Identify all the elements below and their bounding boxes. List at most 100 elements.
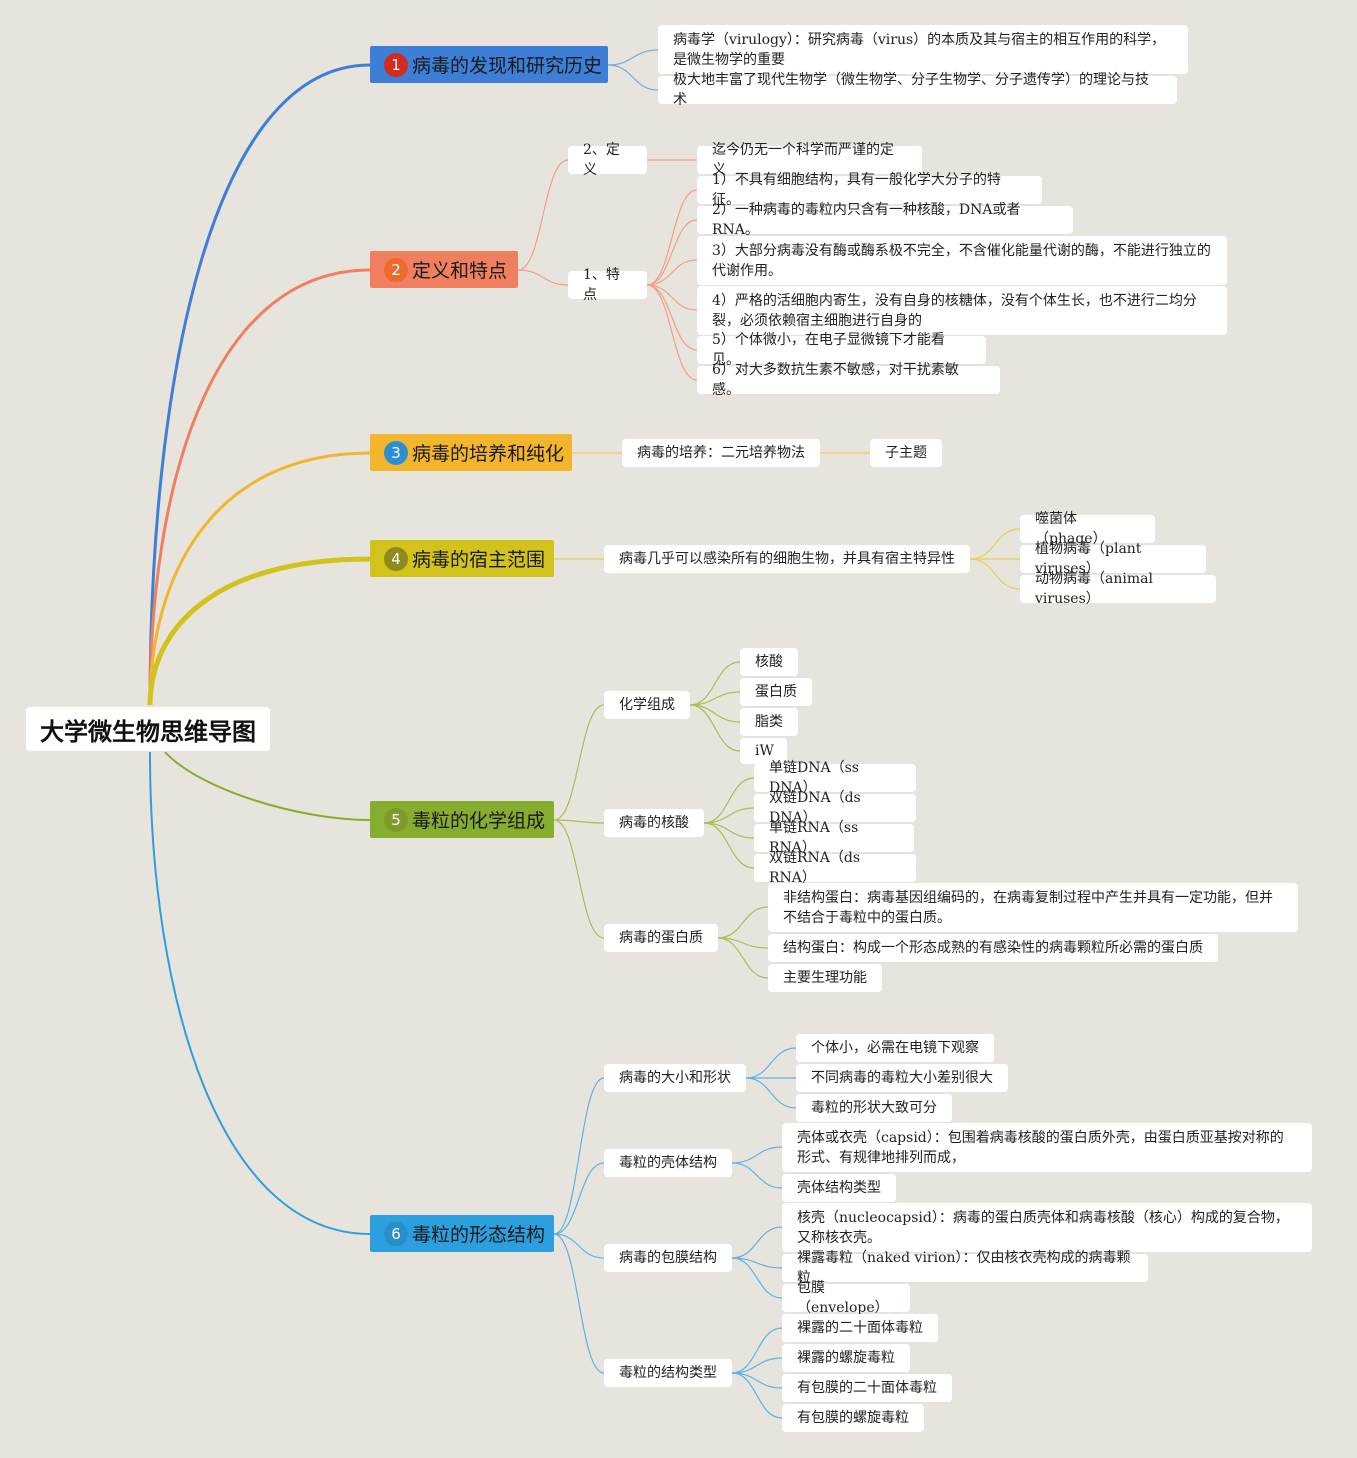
root-connector bbox=[149, 751, 371, 1235]
number-badge-6: 6 bbox=[384, 1221, 408, 1246]
root-connector bbox=[148, 268, 371, 706]
connector bbox=[553, 1233, 605, 1259]
number-badge-2: 2 bbox=[384, 257, 408, 282]
branch-discovery-history[interactable]: 1 病毒的发现和研究历史 bbox=[370, 46, 608, 83]
connector bbox=[646, 284, 698, 381]
connector bbox=[731, 1357, 783, 1374]
topic-capsid[interactable]: 壳体或衣壳（capsid）：包围着病毒核酸的蛋白质外壳，由蛋白质亚基按对称的形式… bbox=[782, 1123, 1312, 1172]
feature-4[interactable]: 4）严格的活细胞内寄生，没有自身的核糖体，没有个体生长，也不进行二均分裂，必须依… bbox=[697, 286, 1227, 335]
topic-structural-protein[interactable]: 结构蛋白：构成一个形态成熟的有感染性的病毒颗粒所必需的蛋白质 bbox=[768, 934, 1218, 962]
feature-3[interactable]: 3）大部分病毒没有酶或酶系极不完全，不含催化能量代谢的酶，不能进行独立的代谢作用… bbox=[697, 236, 1227, 285]
topic-size-2[interactable]: 不同病毒的毒粒大小差别很大 bbox=[796, 1064, 1008, 1092]
topic-structure-types[interactable]: 毒粒的结构类型 bbox=[604, 1359, 732, 1387]
root-connector bbox=[148, 451, 371, 706]
topic-size-shape[interactable]: 病毒的大小和形状 bbox=[604, 1064, 746, 1092]
topic-definition-text[interactable]: 迄今仍无一个科学而严谨的定义 bbox=[697, 142, 922, 178]
connector bbox=[646, 284, 698, 351]
topic-size-3[interactable]: 毒粒的形状大致可分 bbox=[796, 1094, 952, 1122]
topic-capsid-structure[interactable]: 毒粒的壳体结构 bbox=[604, 1149, 732, 1177]
connector bbox=[731, 1226, 783, 1259]
topic-dsrna[interactable]: 双链RNA（ds RNA） bbox=[754, 850, 916, 886]
topic-iw[interactable]: iW bbox=[740, 738, 787, 764]
topic-main-function[interactable]: 主要生理功能 bbox=[768, 964, 882, 992]
topic-virus-protein[interactable]: 病毒的蛋白质 bbox=[604, 924, 718, 952]
branch-culture-purification[interactable]: 3 病毒的培养和纯化 bbox=[370, 434, 572, 471]
topic-protein[interactable]: 蛋白质 bbox=[740, 678, 812, 706]
topic-subtopic[interactable]: 子主题 bbox=[870, 439, 942, 467]
connector bbox=[646, 189, 698, 286]
feature-2[interactable]: 2）一种病毒的毒粒内只含有一种核酸，DNA或者RNA。 bbox=[697, 202, 1073, 238]
branch-definition-features[interactable]: 2 定义和特点 bbox=[370, 251, 518, 288]
topic-features[interactable]: 1、特点 bbox=[568, 267, 647, 303]
connector bbox=[607, 49, 659, 66]
branch-label: 毒粒的形态结构 bbox=[412, 1224, 546, 1246]
connector bbox=[717, 937, 769, 979]
connector bbox=[731, 1372, 783, 1389]
topic-host-specificity[interactable]: 病毒几乎可以感染所有的细胞生物，并具有宿主特异性 bbox=[604, 545, 970, 573]
topic-dsdna[interactable]: 双链DNA（ds DNA） bbox=[754, 790, 916, 826]
connector bbox=[689, 704, 741, 752]
connector bbox=[646, 259, 698, 286]
topic-virus-nucleic-acid[interactable]: 病毒的核酸 bbox=[604, 809, 704, 837]
connector bbox=[553, 819, 605, 939]
connector bbox=[646, 219, 698, 286]
connector bbox=[703, 777, 755, 824]
connector bbox=[689, 691, 741, 706]
topic-capsid-type[interactable]: 壳体结构类型 bbox=[782, 1174, 896, 1202]
topic-type-1[interactable]: 裸露的二十面体毒粒 bbox=[782, 1314, 938, 1342]
topic-nucleic-acid[interactable]: 核酸 bbox=[740, 648, 798, 676]
connector bbox=[646, 284, 698, 311]
topic-chem-composition[interactable]: 化学组成 bbox=[604, 691, 690, 719]
connector bbox=[969, 528, 1021, 560]
feature-6[interactable]: 6）对大多数抗生素不敏感，对干扰素敏感。 bbox=[697, 362, 1000, 398]
connector bbox=[745, 1077, 797, 1109]
connector bbox=[731, 1146, 783, 1164]
connector bbox=[731, 1372, 783, 1419]
feature-5[interactable]: 5）个体微小，在电子显微镜下才能看见。 bbox=[697, 332, 986, 368]
connector bbox=[689, 661, 741, 706]
topic-lipid[interactable]: 脂类 bbox=[740, 708, 798, 736]
number-badge-5: 5 bbox=[384, 807, 408, 832]
connector bbox=[553, 1077, 605, 1235]
root-connector bbox=[164, 751, 371, 821]
connector bbox=[731, 1162, 783, 1189]
feature-1[interactable]: 1）不具有细胞结构，具有一般化学大分子的特征。 bbox=[697, 172, 1042, 208]
connector bbox=[745, 1047, 797, 1079]
connector bbox=[703, 807, 755, 824]
topic-type-3[interactable]: 有包膜的二十面体毒粒 bbox=[782, 1374, 952, 1402]
topic-type-2[interactable]: 裸露的螺旋毒粒 bbox=[782, 1344, 910, 1372]
branch-label: 病毒的宿主范围 bbox=[412, 549, 546, 571]
connector bbox=[517, 159, 569, 271]
root-connector bbox=[148, 63, 371, 706]
branch-morphology[interactable]: 6 毒粒的形态结构 bbox=[370, 1215, 554, 1252]
connector bbox=[689, 704, 741, 723]
topic-size-1[interactable]: 个体小，必需在电镜下观察 bbox=[796, 1034, 994, 1062]
branch-label: 定义和特点 bbox=[412, 260, 508, 282]
connector bbox=[517, 269, 569, 286]
connector bbox=[553, 704, 605, 821]
topic-naked-virion[interactable]: 裸露毒粒（naked virion）：仅由核衣壳构成的病毒颗粒 bbox=[782, 1250, 1148, 1286]
topic-nonstructural-protein[interactable]: 非结构蛋白：病毒基因组编码的，在病毒复制过程中产生并具有一定功能，但并不结合于毒… bbox=[768, 883, 1298, 932]
topic-nucleocapsid[interactable]: 核壳（nucleocapsid）：病毒的蛋白质壳体和病毒核酸（核心）构成的复合物… bbox=[782, 1203, 1312, 1252]
branch-chemical-composition[interactable]: 5 毒粒的化学组成 bbox=[370, 801, 554, 838]
topic-binary-culture[interactable]: 病毒的培养：二元培养物法 bbox=[622, 439, 820, 467]
branch-label: 病毒的发现和研究历史 bbox=[412, 55, 603, 77]
root-topic[interactable]: 大学微生物思维导图 bbox=[26, 707, 270, 751]
connector bbox=[731, 1257, 783, 1299]
topic-virology[interactable]: 病毒学（virulogy）：研究病毒（virus）的本质及其与宿主的相互作用的科… bbox=[658, 25, 1188, 74]
number-badge-4: 4 bbox=[384, 546, 408, 571]
topic-animal-viruses[interactable]: 动物病毒（animal viruses） bbox=[1020, 571, 1216, 607]
topic-envelope-structure[interactable]: 病毒的包膜结构 bbox=[604, 1244, 732, 1272]
connector bbox=[703, 822, 755, 869]
connector bbox=[969, 558, 1021, 590]
number-badge-3: 3 bbox=[384, 440, 408, 465]
topic-envelope[interactable]: 包膜（envelope） bbox=[782, 1280, 910, 1316]
number-badge-1: 1 bbox=[384, 52, 408, 77]
connector bbox=[553, 1162, 605, 1235]
branch-host-range[interactable]: 4 病毒的宿主范围 bbox=[370, 540, 554, 577]
topic-enrich-biology[interactable]: 极大地丰富了现代生物学（微生物学、分子生物学、分子遗传学）的理论与技术 bbox=[658, 72, 1177, 108]
topic-type-4[interactable]: 有包膜的螺旋毒粒 bbox=[782, 1404, 924, 1432]
topic-definition[interactable]: 2、定义 bbox=[568, 142, 647, 178]
branch-label: 病毒的培养和纯化 bbox=[412, 443, 565, 465]
